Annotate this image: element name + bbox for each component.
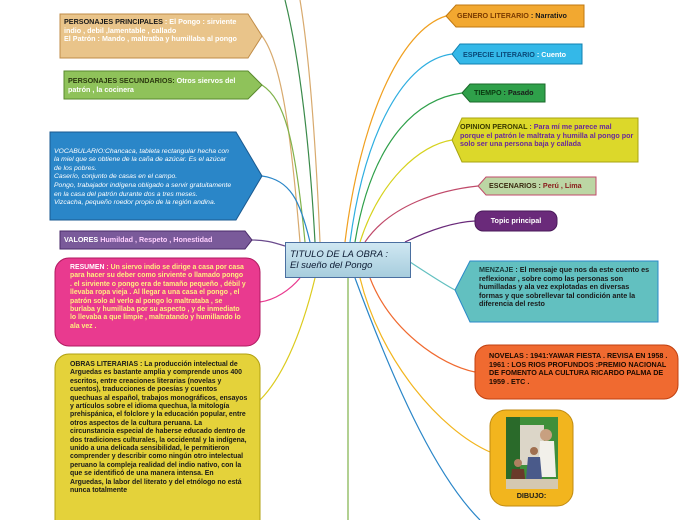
topic-principal-label: Topic principal — [490, 216, 542, 225]
connector-offscreen-2 — [299, 0, 321, 243]
novelas-line-1: NOVELAS : 1941:YAWAR FIESTA . REVISA EN … — [489, 351, 668, 360]
central-topic[interactable]: TITULO DE LA OBRA : El sueño del Pongo — [285, 242, 411, 278]
topic-principal-shape — [474, 210, 558, 232]
connector-resumen — [259, 277, 301, 303]
node-novelas[interactable]: NOVELAS : 1941:YAWAR FIESTA . REVISA EN … — [489, 351, 671, 386]
personajes-principales-shape — [59, 13, 263, 59]
node-topic-principal[interactable]: Topic principal — [475, 216, 557, 226]
resumen-label: RESUMEN — [70, 264, 105, 271]
novelas-line-2: 1961 : LOS RIOS PROFUNDOS :PREMIO NACION… — [489, 359, 667, 386]
especie-shape — [451, 43, 583, 65]
mensaje-shape — [454, 260, 659, 323]
connector-personajes-secundarios — [261, 84, 306, 243]
connector-vocabulario — [261, 175, 311, 243]
especie-label: ESPECIE LITERARIO — [463, 50, 535, 59]
node-personajes-principales[interactable]: PERSONAJES PRINCIPALES : El Pongo : sirv… — [64, 17, 244, 44]
connector-dibujo — [359, 277, 491, 453]
node-obras-literarias[interactable]: OBRAS LITERARIAS : La producción intelec… — [70, 361, 248, 496]
opinion-label: OPINION PERONAL — [460, 122, 528, 131]
obras-label: OBRAS LITERARIAS : — [70, 361, 143, 368]
valores-label: VALORES — [64, 235, 99, 244]
connector-topic — [404, 220, 476, 243]
central-title: TITULO DE LA OBRA : — [290, 249, 389, 260]
resumen-value: : Un siervo indio se dirige a casa por c… — [70, 264, 246, 330]
connector-personajes-principales — [261, 35, 301, 243]
tiempo-shape — [461, 83, 546, 103]
opinion-value: : Para mí me parece mal porque el patrón… — [460, 122, 634, 149]
novelas-shape — [474, 344, 679, 400]
node-tiempo[interactable]: TIEMPO : Pasado — [474, 88, 544, 98]
dibujo-image — [506, 417, 558, 489]
node-personajes-secundarios[interactable]: PERSONAJES SECUNDARIOS: Otros siervos de… — [68, 76, 246, 94]
mensaje-value: : El mensaje que nos da este cuento es r… — [479, 265, 650, 309]
connector-tiempo — [354, 92, 463, 243]
personajes-secundarios-shape — [63, 70, 263, 100]
vocabulario-text: VOCABULARIO:Chancaca, tableta rectangula… — [54, 147, 232, 207]
connector-genero — [344, 15, 447, 243]
dibujo-label: DIBUJO: — [516, 491, 547, 500]
opinion-shape — [451, 117, 639, 163]
valores-shape — [59, 230, 253, 250]
escenarios-shape — [477, 176, 597, 196]
node-mensaje[interactable]: MENZAJE : El mensaje que nos da este cue… — [479, 265, 655, 309]
connector-offscreen-1 — [284, 0, 316, 243]
tiempo-label: TIEMPO — [474, 88, 502, 97]
personajes-secundarios-value: Otros siervos del patrón , la cocinera — [68, 76, 236, 94]
connector-obras — [259, 277, 316, 401]
genero-label: GENERO LITERARIO — [457, 11, 529, 20]
connector-mensaje — [409, 261, 456, 291]
node-opinion-personal[interactable]: OPINION PERONAL : Para mí me parece mal … — [460, 122, 636, 149]
mensaje-label: MENZAJE — [479, 265, 514, 274]
obras-value: La producción intelectual de Arguedas es… — [70, 361, 248, 495]
valores-value: Humildad , Respeto , Honestidad — [98, 235, 213, 244]
node-resumen[interactable]: RESUMEN : Un siervo indio se dirige a ca… — [70, 264, 246, 331]
central-subtitle: El sueño del Pongo — [290, 260, 373, 271]
resumen-shape — [54, 257, 261, 347]
escenarios-label: ESCENARIOS : — [489, 181, 541, 190]
personajes-secundarios-label: PERSONAJES SECUNDARIOS: — [68, 76, 175, 85]
connector-novelas — [369, 277, 476, 373]
node-especie-literario[interactable]: ESPECIE LITERARIO : Cuento — [463, 50, 581, 60]
especie-value: : Cuento — [534, 50, 567, 59]
connector-valores — [251, 239, 286, 247]
personajes-principales-value-2: El Patrón : Mando , maltratba y humillab… — [64, 34, 237, 44]
connector-especie — [349, 53, 453, 243]
genero-shape — [445, 4, 585, 28]
connector-escenarios — [364, 185, 479, 243]
obras-shape — [54, 353, 261, 520]
connector-offscreen-bottom-2 — [354, 277, 481, 520]
node-valores[interactable]: VALORES Humildad , Respeto , Honestidad — [64, 235, 244, 245]
node-vocabulario[interactable]: VOCABULARIO:Chancaca, tableta rectangula… — [54, 139, 232, 208]
connector-opinion — [359, 139, 453, 243]
node-dibujo[interactable]: DIBUJO: — [490, 491, 573, 501]
vocabulario-shape — [49, 131, 263, 221]
escenarios-value: Perú , Lima — [540, 181, 582, 190]
tiempo-value: : Pasado — [501, 88, 534, 97]
personajes-principales-value-1: : El Pongo : sirviente indio , debil ,la… — [64, 17, 237, 35]
genero-value: : Narrativo — [528, 11, 567, 20]
node-escenarios[interactable]: ESCENARIOS : Perú , Lima — [489, 181, 595, 191]
personajes-principales-label: PERSONAJES PRINCIPALES — [64, 17, 163, 26]
node-genero-literario[interactable]: GENERO LITERARIO : Narrativo — [457, 11, 583, 21]
